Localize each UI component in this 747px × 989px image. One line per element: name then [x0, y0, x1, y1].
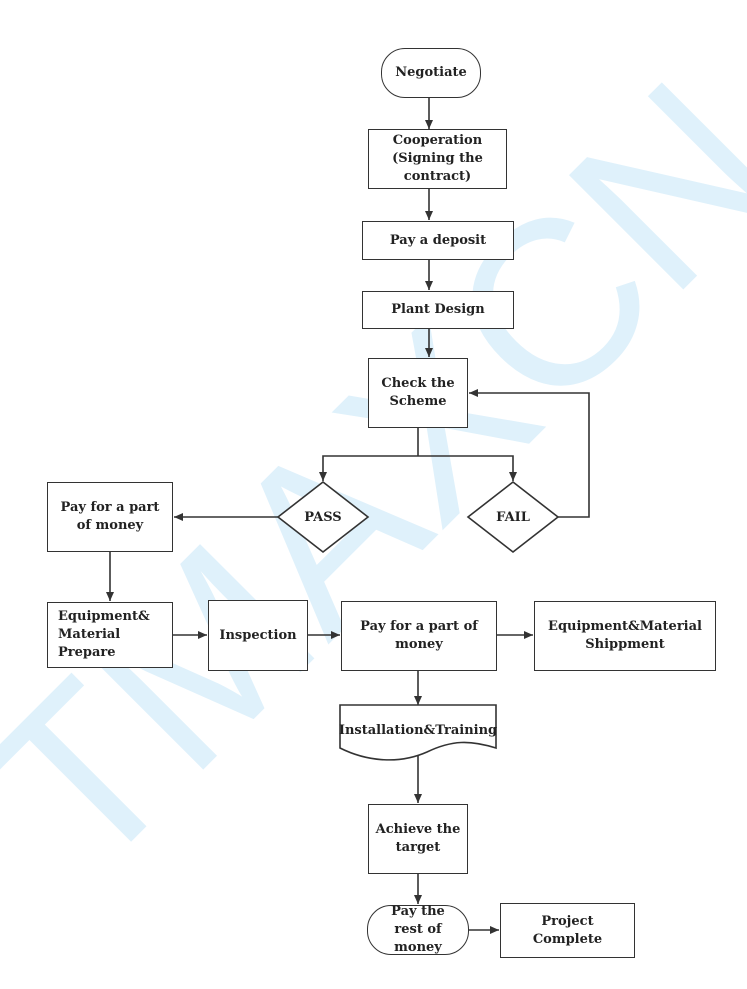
installation-shape: [339, 704, 497, 761]
arrow-fail-check: [469, 389, 590, 518]
shipment-node: Equipment&Material Shippment: [534, 601, 716, 671]
pay-rest-node: Pay the rest of money: [367, 904, 469, 955]
arrow-split-pass: [319, 455, 418, 481]
pay-part-mid-node: Pay for a part of money: [341, 601, 497, 671]
pay-part-left-node: Pay for a part of money: [47, 482, 173, 552]
fail-label: FAIL: [496, 509, 530, 525]
arrow-split-fail: [418, 455, 517, 481]
plant-design-node: Plant Design: [362, 291, 514, 329]
achieve-node: Achieve the target: [368, 804, 468, 874]
prepare-node: Equipment& Material Prepare: [47, 602, 173, 668]
negotiate-node: Negotiate: [381, 48, 481, 98]
pass-label: PASS: [304, 509, 342, 525]
installation-label: Installation&Training: [338, 722, 498, 738]
fail-diamond: [466, 480, 560, 554]
pass-diamond: [276, 480, 370, 554]
deposit-node: Pay a deposit: [362, 221, 514, 260]
inspection-node: Inspection: [208, 600, 308, 671]
complete-node: Project Complete: [500, 903, 635, 958]
cooperation-node: Cooperation (Signing the contract): [368, 129, 507, 189]
check-scheme-node: Check the Scheme: [368, 358, 468, 428]
